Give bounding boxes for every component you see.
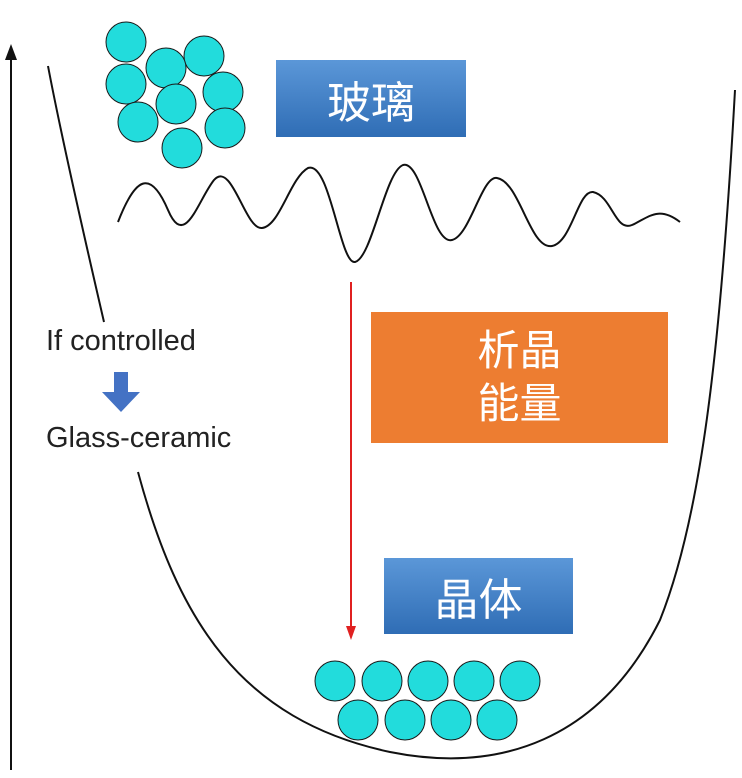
crystal-particle xyxy=(407,660,449,702)
glass-particle xyxy=(204,107,246,149)
crystal-particle xyxy=(337,699,379,741)
glass-particles xyxy=(105,21,246,169)
if-controlled-label: If controlled xyxy=(46,325,196,357)
energy-well-curve-left-upper xyxy=(47,65,105,323)
glass-particle xyxy=(155,83,197,125)
glass-particle xyxy=(105,21,147,63)
glass-particle xyxy=(105,63,147,105)
crystallization-energy-label-line2: 能量 xyxy=(477,378,562,428)
crystal-particle xyxy=(453,660,495,702)
crystal-label-box: 晶体 xyxy=(384,558,573,634)
crystal-particle xyxy=(499,660,541,702)
glass-particle xyxy=(117,101,159,143)
glass-label-box: 玻璃 xyxy=(276,60,466,137)
glass-particle xyxy=(145,47,187,89)
glass-particle xyxy=(202,71,244,113)
crystal-particle xyxy=(384,699,426,741)
crystal-particle xyxy=(361,660,403,702)
crystal-particle xyxy=(314,660,356,702)
energy-axis-arrowhead xyxy=(5,44,17,60)
glass-ceramic-label: Glass-ceramic xyxy=(46,422,232,454)
crystal-particles xyxy=(314,660,541,741)
crystal-particle xyxy=(476,699,518,741)
crystallization-arrowhead xyxy=(346,626,356,640)
crystallization-energy-label-line1: 析晶 xyxy=(477,326,562,375)
blue-down-arrow-icon xyxy=(102,372,140,412)
glass-particle xyxy=(161,127,203,169)
glass-energy-wave xyxy=(117,163,681,263)
crystal-particle xyxy=(430,699,472,741)
energy-well-curve-lower xyxy=(137,89,736,760)
glass-label: 玻璃 xyxy=(327,77,415,129)
crystallization-energy-box: 析晶 能量 xyxy=(371,312,668,443)
glass-particle xyxy=(183,35,225,77)
crystal-label: 晶体 xyxy=(434,575,523,626)
